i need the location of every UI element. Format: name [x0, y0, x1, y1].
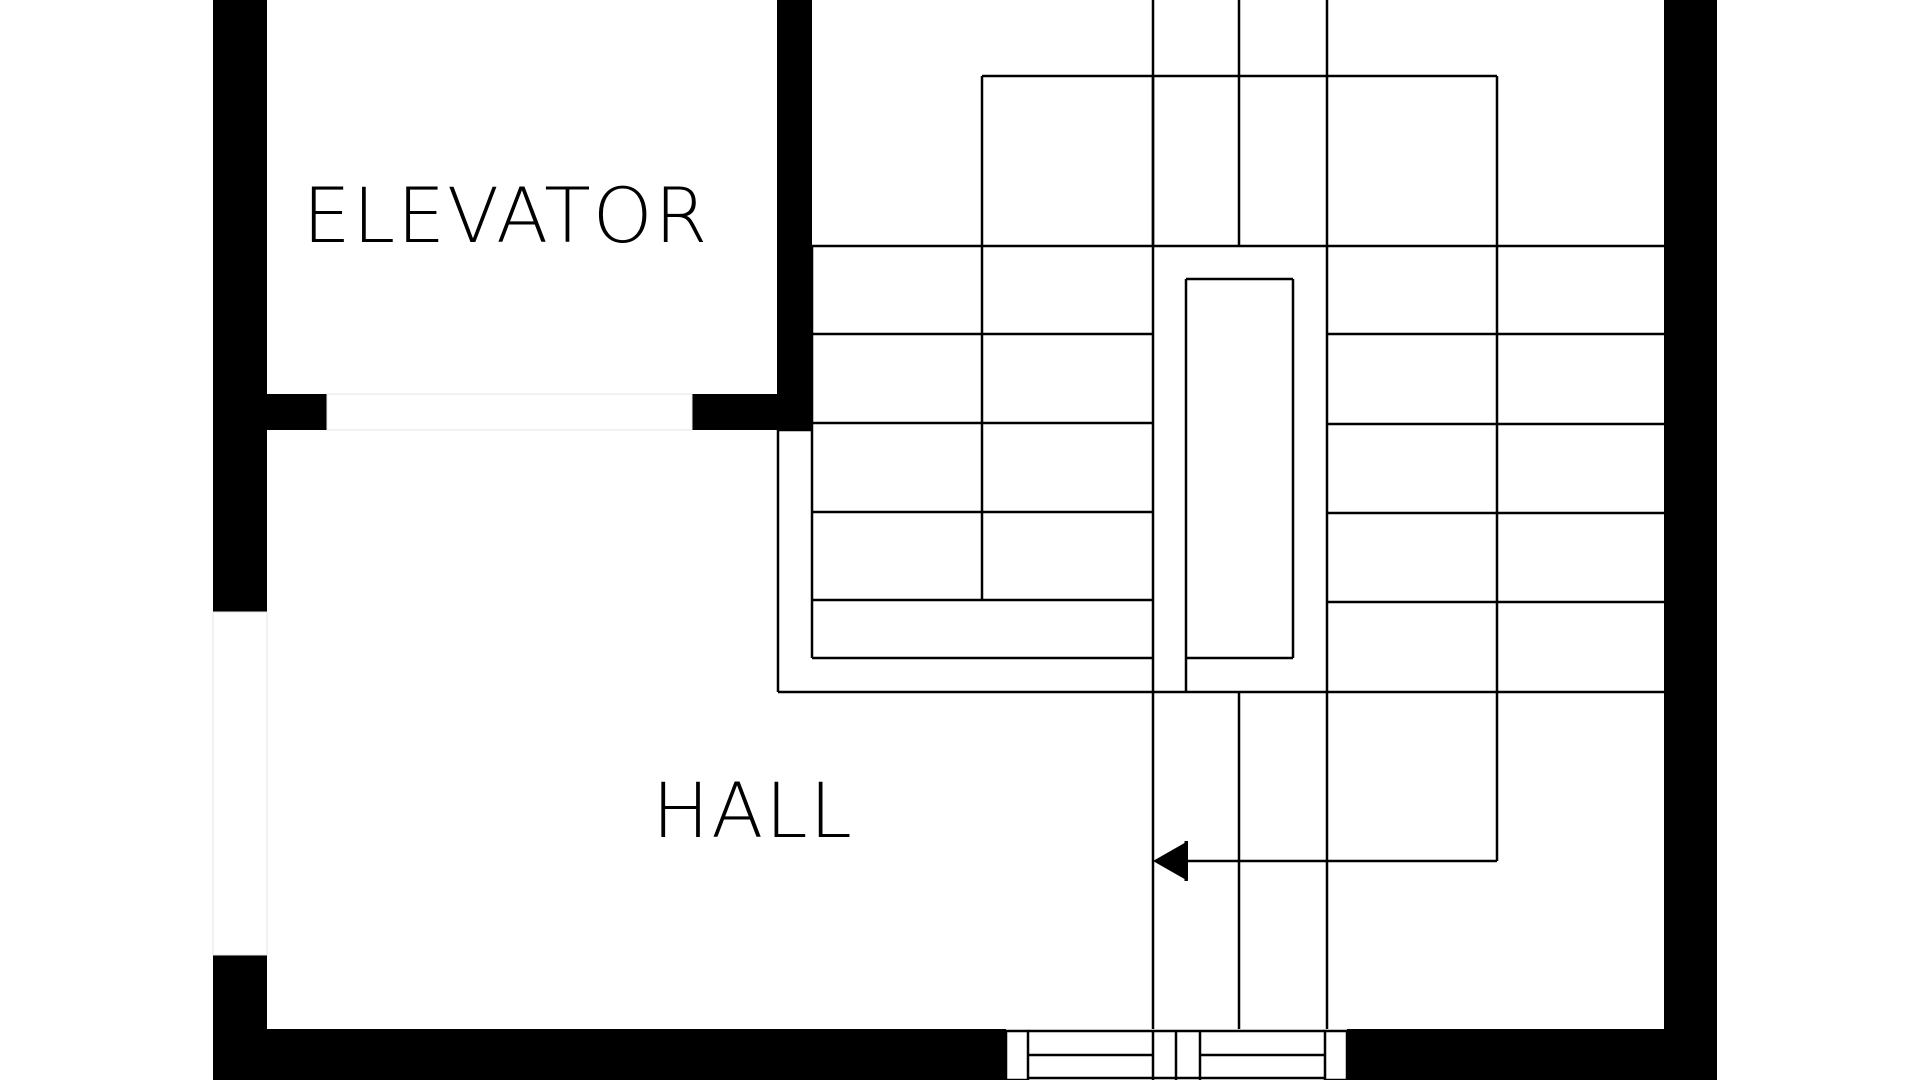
- room-label-hall: HALL: [652, 766, 854, 855]
- wall-left-upper: [213, 0, 267, 612]
- wall-bottom-right: [1347, 1029, 1717, 1080]
- entrance-door: [1004, 1029, 1349, 1080]
- window-left: [212, 611, 268, 956]
- room-label-elevator: ELEVATOR: [303, 171, 710, 260]
- wall-right: [1664, 0, 1717, 1080]
- wall-elevator-bottom-right: [692, 394, 812, 430]
- staircase: [776, 0, 1664, 1029]
- stair-direction-arrow-icon: [1153, 841, 1188, 881]
- wall-elevator-right: [777, 0, 812, 430]
- wall-elevator-bottom-left: [213, 394, 327, 430]
- walls: [212, 0, 1717, 1080]
- elevator-door: [326, 393, 693, 431]
- wall-bottom-left: [213, 1029, 1006, 1080]
